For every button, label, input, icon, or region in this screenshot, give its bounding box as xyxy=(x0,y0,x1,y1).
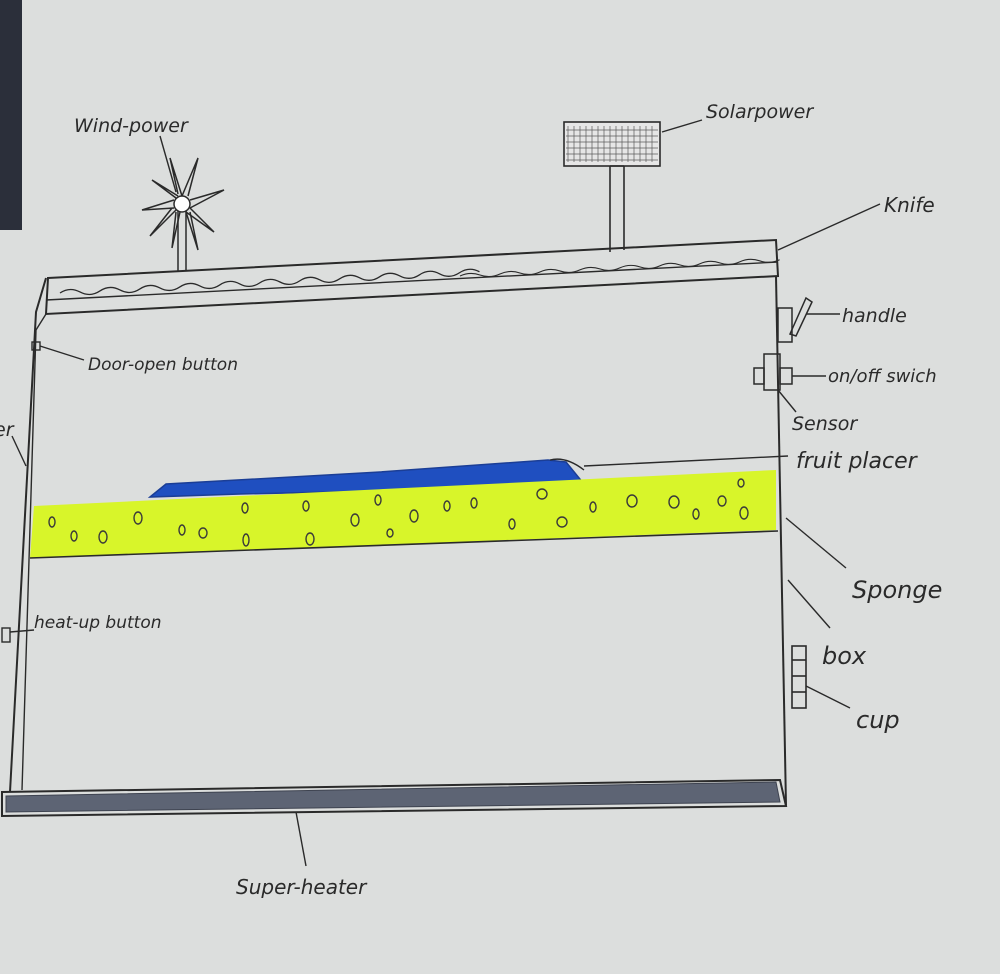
label-solar-power: Solarpower xyxy=(706,101,814,123)
sponge-layer xyxy=(29,470,779,559)
label-wind-power: Wind-power xyxy=(74,115,189,137)
label-knife: Knife xyxy=(884,193,935,217)
label-handle: handle xyxy=(842,305,907,327)
notebook-binding-edge xyxy=(0,0,22,230)
label-cut-off-left: er xyxy=(0,419,15,441)
label-cup: cup xyxy=(856,706,900,734)
knife-blade xyxy=(59,268,480,296)
label-sensor: Sensor xyxy=(792,413,858,435)
cup-icon xyxy=(791,645,807,709)
wind-turbine-icon xyxy=(141,157,225,272)
label-super-heater: Super-heater xyxy=(236,875,368,899)
label-on-off-switch: on/off swich xyxy=(828,366,937,387)
label-fruit-placer: fruit placer xyxy=(796,449,919,474)
label-box: box xyxy=(822,642,867,670)
box-outline xyxy=(1,238,788,818)
label-door-open-button: Door-open button xyxy=(88,355,238,375)
solar-panel-icon xyxy=(563,121,661,252)
knife-blade-right xyxy=(459,258,780,278)
leader-lines xyxy=(9,119,881,867)
super-heater-strip xyxy=(5,781,781,813)
label-sponge: Sponge xyxy=(852,576,942,604)
heat-up-button xyxy=(1,627,11,643)
label-heat-up-button: heat-up button xyxy=(34,613,162,633)
handle-icon xyxy=(777,296,813,343)
